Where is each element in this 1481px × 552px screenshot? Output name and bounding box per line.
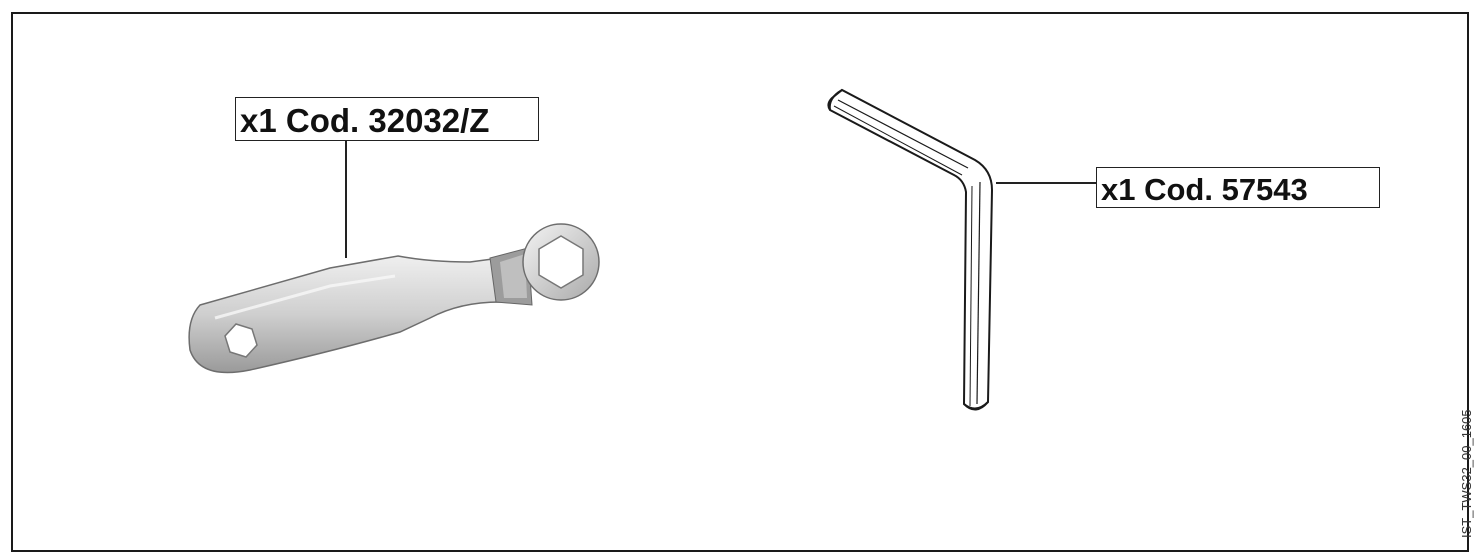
leader-line-spanner [345, 141, 347, 258]
part-code-label-spanner: x1 Cod. 32032/Z [235, 97, 539, 141]
flat-spanner-wrench-icon [188, 223, 600, 374]
part-illustrations [188, 88, 994, 411]
document-id: IST_TWS32_00_1605 [1459, 409, 1474, 538]
part-code-label-hex-key: x1 Cod. 57543 [1096, 167, 1380, 208]
leader-line-hex-key [996, 182, 1096, 184]
hex-key-allen-wrench-icon [827, 88, 994, 411]
